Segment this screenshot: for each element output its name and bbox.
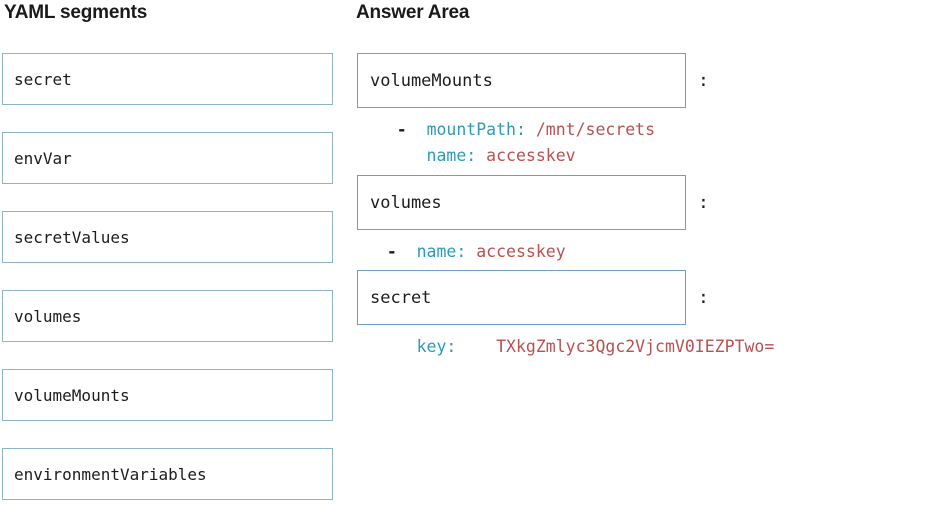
yaml-key-mountpath: mountPath: [426, 120, 526, 139]
yaml-dash-marker: - [396, 120, 407, 139]
answer-area: volumeMounts : - mountPath: /mnt/secrets… [357, 53, 935, 360]
answer-slot-value: volumes [370, 192, 442, 213]
yaml-key-name: name: [426, 146, 477, 165]
segment-tile-secret[interactable]: secret [2, 53, 333, 105]
yaml-line-name-1: name: accesskev [357, 143, 935, 169]
yaml-value-name: accesskev [486, 146, 576, 165]
yaml-key-key: key: [416, 337, 457, 356]
yaml-segments-list: secret envVar secretValues volumes volum… [2, 53, 333, 527]
slot-colon-2: : [698, 192, 709, 213]
answer-drop-slot-2[interactable]: volumes [357, 175, 686, 230]
segment-tile-label: secretValues [14, 227, 130, 247]
yaml-key-name: name: [416, 242, 467, 261]
yaml-line-mountpath: - mountPath: /mnt/secrets [357, 117, 935, 143]
yaml-segments-header: YAML segments [4, 2, 148, 23]
yaml-value-mountpath: /mnt/secrets [535, 120, 656, 139]
answer-slot-value: volumeMounts [370, 70, 493, 91]
answer-slot-row-3: secret : [357, 270, 935, 326]
slot-colon-3: : [698, 287, 709, 308]
answer-drop-slot-1[interactable]: volumeMounts [357, 53, 686, 108]
yaml-dash-marker: - [386, 242, 397, 261]
answer-slot-value: secret [370, 287, 432, 308]
answer-drop-slot-3[interactable]: secret [357, 270, 686, 325]
segment-tile-label: volumeMounts [14, 385, 130, 405]
segment-tile-secretvalues[interactable]: secretValues [2, 211, 333, 263]
segment-tile-label: volumes [14, 306, 82, 326]
answer-slot-row-2: volumes : [357, 175, 935, 231]
yaml-line-key: key: TXkgZmlyc3Qgc2VjcmV0IEZPTwo= [357, 334, 935, 360]
segment-tile-volumes[interactable]: volumes [2, 290, 333, 342]
segment-tile-label: secret [14, 69, 72, 89]
answer-area-header: Answer Area [356, 2, 470, 23]
yaml-value-key: TXkgZmlyc3Qgc2VjcmV0IEZPTwo= [496, 337, 775, 356]
yaml-value-name: accesskey [476, 242, 566, 261]
answer-slot-row-1: volumeMounts : [357, 53, 935, 109]
yaml-line-name-2: - name: accesskey [357, 239, 935, 265]
segment-tile-envvar[interactable]: envVar [2, 132, 333, 184]
segment-tile-label: envVar [14, 148, 72, 168]
segment-tile-label: environmentVariables [14, 464, 207, 484]
slot-colon-1: : [698, 70, 709, 91]
segment-tile-environmentvariables[interactable]: environmentVariables [2, 448, 333, 500]
segment-tile-volumemounts[interactable]: volumeMounts [2, 369, 333, 421]
